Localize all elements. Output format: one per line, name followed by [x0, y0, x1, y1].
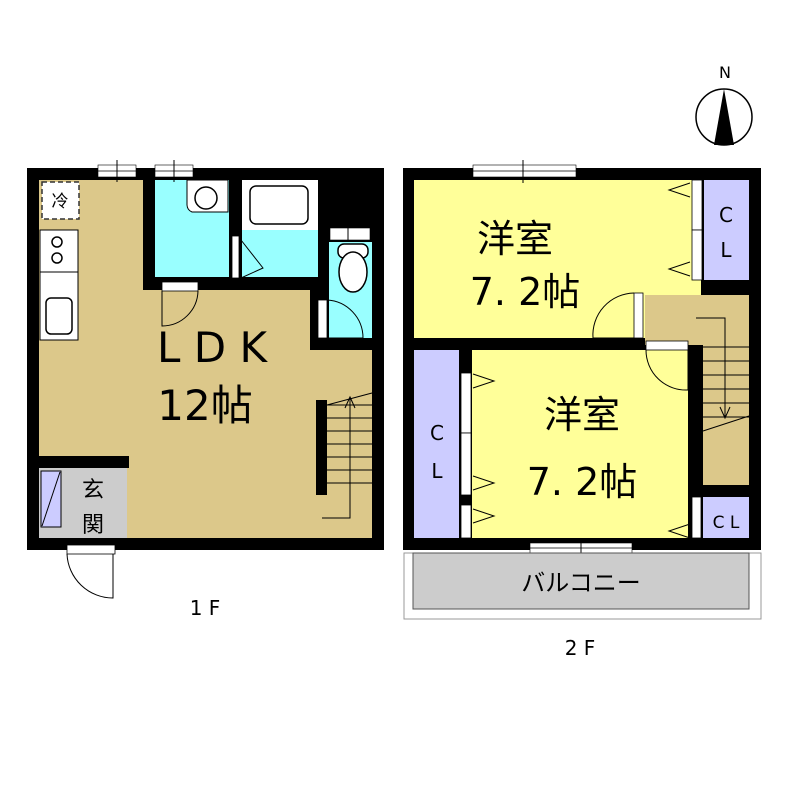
fridge-label: 冷: [52, 192, 69, 212]
western-room-upper-size: 7. 2帖: [470, 270, 581, 314]
western-room-upper-name: 洋室: [477, 217, 553, 261]
closet-left: [414, 350, 459, 538]
north-compass-icon: N: [695, 63, 753, 146]
balcony: [412, 552, 750, 610]
floor-1-label: 1 F: [190, 596, 221, 620]
entrance-label-2: 関: [82, 513, 104, 538]
stove-icon: [51, 252, 63, 264]
western-room-lower-size: 7. 2帖: [527, 460, 638, 504]
western-room-lower-name: 洋室: [544, 393, 620, 437]
ldk-name: L D K: [157, 323, 268, 372]
western-room-lower: [472, 350, 688, 538]
ldk-size: 12帖: [157, 381, 252, 430]
floor-2: C L 洋室 7. 2帖 C L: [403, 160, 762, 660]
floor-1: 冷 L D K 12帖 玄 関: [27, 160, 384, 620]
entrance-label-1: 玄: [82, 478, 104, 503]
bathtub-icon: [249, 185, 309, 225]
closet-upper-label-1: C: [719, 203, 733, 227]
stairs-icon: [322, 392, 373, 519]
washbasin-icon: [194, 186, 218, 210]
stairs-icon-2f: [696, 317, 750, 432]
entrance-door: [66, 553, 114, 599]
toilet-icon: [338, 251, 368, 293]
balcony-label: バルコニー: [521, 569, 641, 597]
kitchen-sink-icon: [45, 297, 73, 335]
closet-small-label: C L: [713, 513, 740, 533]
compass-label: N: [719, 63, 731, 82]
floor-2-label: 2 F: [565, 636, 596, 660]
closet-small: [703, 497, 749, 538]
closet-left-label-1: C: [430, 421, 444, 445]
closet-upper-label-2: L: [720, 238, 732, 262]
closet-upper: [704, 180, 749, 280]
closet-left-label-2: L: [431, 459, 443, 483]
